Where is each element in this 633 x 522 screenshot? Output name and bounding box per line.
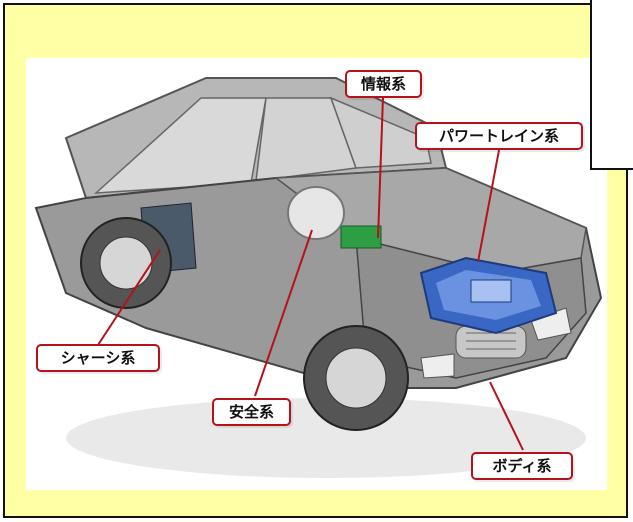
callout-powertrain-system: パワートレイン系 bbox=[415, 122, 583, 150]
callout-body-system: ボディ系 bbox=[471, 452, 573, 480]
car-cutaway-graphic bbox=[34, 77, 603, 478]
corner-box bbox=[590, 0, 633, 170]
callout-chassis-system: シャーシ系 bbox=[36, 344, 160, 372]
callout-safety-system: 安全系 bbox=[212, 398, 291, 426]
callout-info-system: 情報系 bbox=[345, 70, 422, 98]
car-illustration bbox=[26, 58, 607, 490]
